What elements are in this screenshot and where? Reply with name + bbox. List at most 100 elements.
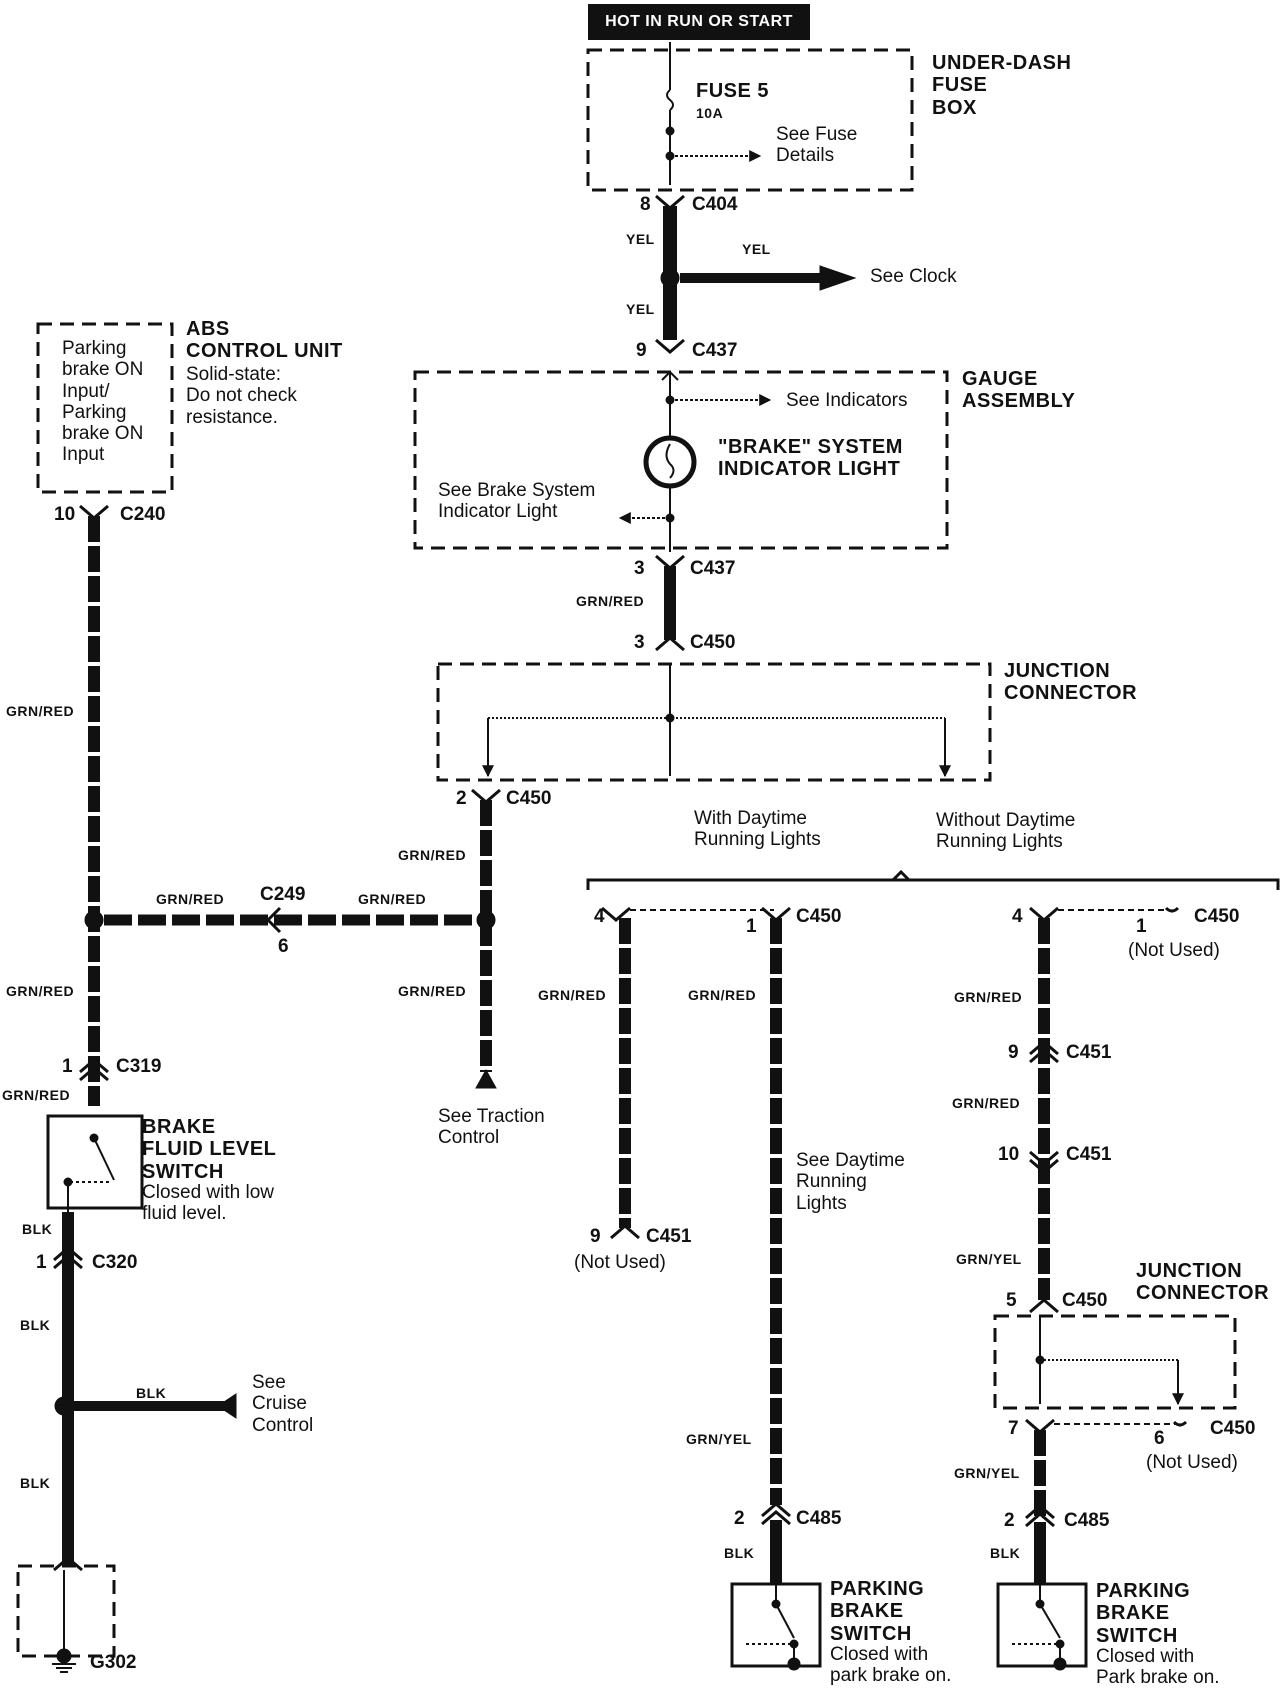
no-drl-c450-label: C450	[1194, 906, 1240, 927]
fuse-details-label: See Fuse Details	[776, 124, 858, 167]
junction-connector-2-title: JUNCTION CONNECTOR	[1136, 1260, 1270, 1305]
abs-wire-label: GRN/RED	[6, 703, 75, 719]
no-drl-wire2-label: GRN/RED	[952, 1095, 1021, 1111]
no-drl-switch-box	[996, 1582, 1088, 1668]
with-drl-label: With Daytime Running Lights	[694, 808, 821, 851]
brake-fluid-wire-label-2: GRN/RED	[2, 1087, 71, 1103]
no-drl-c450-5-label: C450	[1062, 1290, 1108, 1311]
traction-wire-label-2: GRN/RED	[398, 983, 467, 999]
no-drl-pin6: 6	[1154, 1428, 1165, 1449]
c249-label: C249	[260, 884, 306, 905]
ground-label: G302	[90, 1652, 137, 1673]
see-indicators-label: See Indicators	[786, 390, 908, 411]
yel-label-2: YEL	[742, 241, 771, 257]
c249-pin: 6	[278, 936, 289, 957]
see-brake-system-label: See Brake System Indicator Light	[438, 480, 596, 523]
no-drl-pin7: 7	[1008, 1418, 1019, 1439]
no-drl-not-used-1: (Not Used)	[1128, 940, 1220, 961]
see-daytime-running-label: See Daytime Running Lights	[796, 1150, 905, 1214]
no-drl-not-used-2: (Not Used)	[1146, 1452, 1238, 1473]
no-drl-switch-desc: Closed with Park brake on.	[1096, 1646, 1220, 1689]
blk-label-3: BLK	[136, 1385, 167, 1401]
brake-fluid-wire-label-1: GRN/RED	[6, 983, 75, 999]
see-clock-label: See Clock	[870, 266, 957, 287]
hot-in-run-banner: HOT IN RUN OR START	[588, 4, 810, 40]
fuse-rating: 10A	[696, 105, 724, 121]
c450-2-label: C450	[506, 788, 552, 809]
drl-a-pin: 4	[594, 906, 605, 927]
gauge-assembly-title: GAUGE ASSEMBLY	[962, 368, 1076, 413]
drl-b-wire-label: GRN/RED	[688, 987, 757, 1003]
no-drl-blk-label: BLK	[990, 1545, 1021, 1561]
see-traction-label: See Traction Control	[438, 1106, 545, 1149]
cruise-arrow	[217, 1393, 237, 1419]
drl-b-blk-label: BLK	[724, 1545, 755, 1561]
blk-label-2: BLK	[20, 1317, 51, 1333]
c437-pin: 9	[636, 340, 647, 361]
junction-connector-1-outline	[436, 662, 992, 782]
fuse-symbol	[666, 89, 674, 111]
drl-b-pin: 1	[746, 916, 757, 937]
drl-b-c485-label: C485	[796, 1508, 842, 1529]
no-drl-c485-label: C485	[1064, 1510, 1110, 1531]
fuse-box-title: UNDER-DASH FUSE BOX	[932, 52, 1072, 119]
c320-label: C320	[92, 1252, 138, 1273]
c450-3-pin: 3	[634, 632, 645, 653]
abs-splice	[84, 910, 104, 930]
without-drl-label: Without Daytime Running Lights	[936, 810, 1076, 853]
see-cruise-label: See Cruise Control	[252, 1372, 314, 1436]
c437-label: C437	[692, 340, 738, 361]
gauge-wire-label: GRN/RED	[576, 593, 645, 609]
c319-label: C319	[116, 1056, 162, 1077]
drl-b-switch-title: PARKING BRAKE SWITCH	[830, 1578, 925, 1645]
no-drl-c451b-pin: 10	[998, 1144, 1020, 1165]
drl-a-wire-label: GRN/RED	[538, 987, 607, 1003]
c437b-pin: 3	[634, 558, 645, 579]
traction-wire-label-1: GRN/RED	[398, 847, 467, 863]
fuse-label: FUSE 5	[696, 80, 770, 102]
ground-box-outline	[16, 1564, 116, 1658]
junction-connector-1-title: JUNCTION CONNECTOR	[1004, 660, 1138, 705]
c319-connector	[79, 1058, 109, 1082]
drl-bracket	[586, 869, 1280, 890]
no-drl-wire4-label: GRN/YEL	[954, 1465, 1020, 1481]
drl-b-c450-label: C450	[796, 906, 842, 927]
traction-splice	[476, 910, 496, 930]
no-drl-pin1: 1	[1136, 916, 1147, 937]
brake-fluid-switch-box	[46, 1114, 144, 1210]
no-drl-pin4: 4	[1012, 906, 1023, 927]
no-drl-c450-6-label: C450	[1210, 1418, 1256, 1439]
drl-b-switch-desc: Closed with park brake on.	[830, 1644, 952, 1687]
c249-wire-left-label: GRN/RED	[156, 891, 225, 907]
drl-a-c451-pin: 9	[590, 1226, 601, 1247]
c319-pin: 1	[62, 1056, 73, 1077]
abs-title: ABS CONTROL UNIT	[186, 318, 343, 363]
c404-pin: 8	[640, 194, 651, 215]
no-drl-c451b-label: C451	[1066, 1144, 1112, 1165]
abs-box-outline	[36, 322, 174, 494]
c240-pin: 10	[54, 504, 76, 525]
drl-a-c451-label: C451	[646, 1226, 692, 1247]
yel-label-1: YEL	[626, 231, 655, 247]
yel-splice	[660, 268, 680, 288]
drl-b-c485-pin: 2	[734, 1508, 745, 1529]
drl-b-wire2-label: GRN/YEL	[686, 1431, 752, 1447]
cruise-splice	[54, 1396, 74, 1416]
ground-symbol	[52, 1663, 76, 1673]
c240-label: C240	[120, 504, 166, 525]
gauge-assembly-outline	[413, 370, 949, 550]
junction-connector-2-outline	[993, 1314, 1237, 1410]
no-drl-wire1-label: GRN/RED	[954, 989, 1023, 1005]
no-drl-c451a-label: C451	[1066, 1042, 1112, 1063]
c404-label: C404	[692, 194, 738, 215]
abs-description: Solid-state: Do not check resistance.	[186, 364, 297, 428]
brake-fluid-switch-desc: Closed with low fluid level.	[142, 1182, 274, 1225]
fuse-box-outline	[586, 48, 914, 192]
c249-connector	[265, 906, 282, 934]
c249-wire-right-label: GRN/RED	[358, 891, 427, 907]
c437-connector	[655, 338, 685, 354]
drl-a-not-used: (Not Used)	[574, 1252, 666, 1273]
yel-label-3: YEL	[626, 301, 655, 317]
abs-input-text: Parking brake ON Input/ Parking brake ON…	[62, 338, 144, 466]
brake-fluid-switch-title: BRAKE FLUID LEVEL SWITCH	[142, 1116, 277, 1183]
